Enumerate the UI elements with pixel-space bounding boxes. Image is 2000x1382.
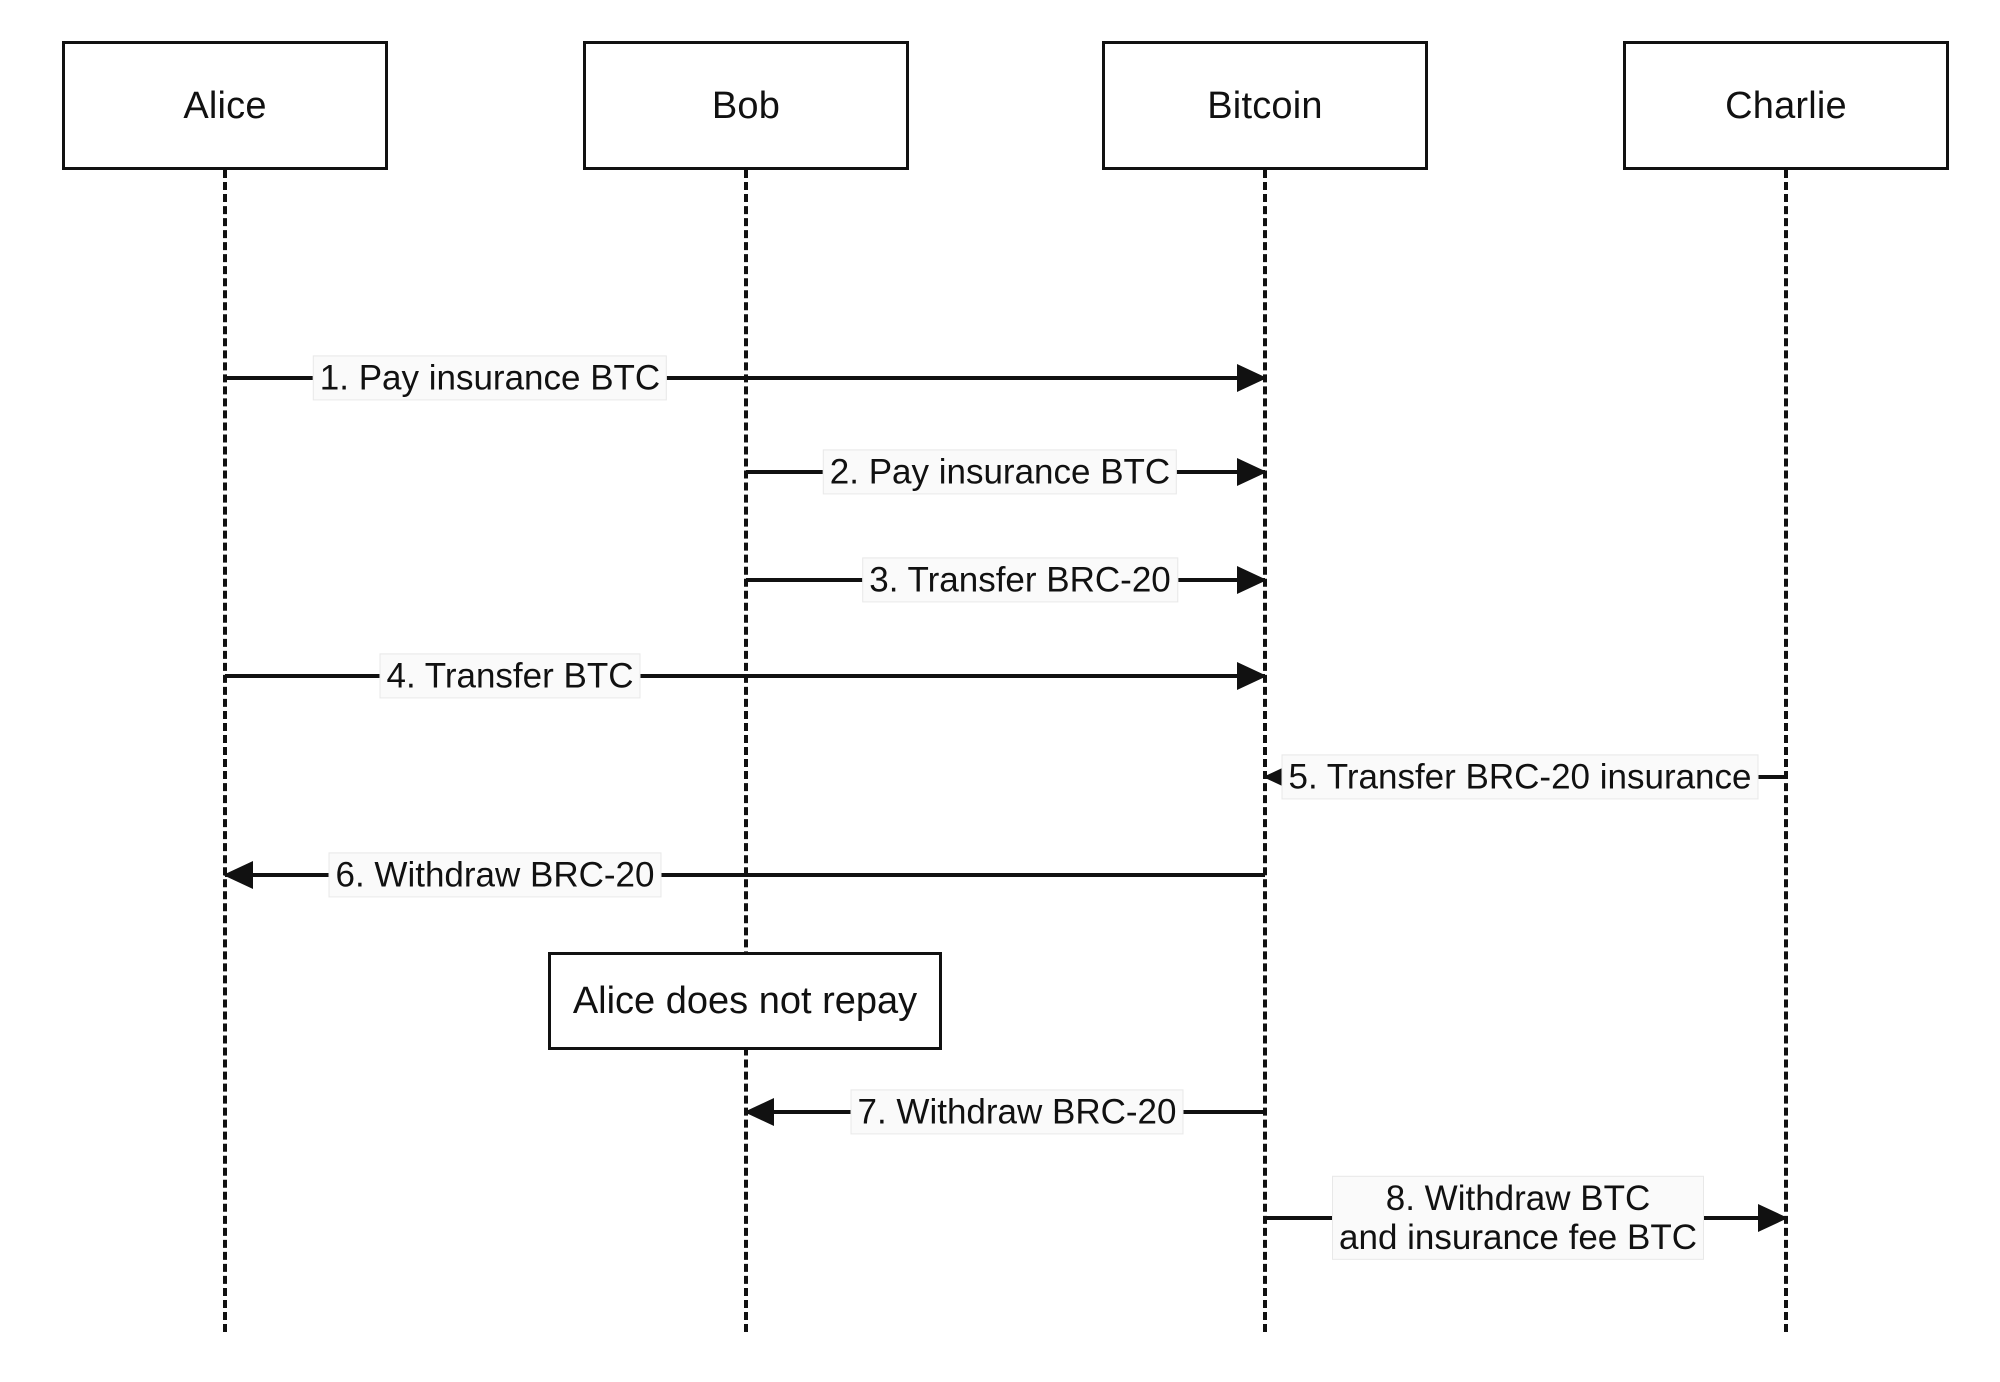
message-line-6	[225, 873, 1265, 877]
note-label-alice-does-not-repay: Alice does not repay	[572, 980, 918, 1022]
message-label-1: 1. Pay insurance BTC	[312, 355, 668, 401]
note-box-alice-does-not-repay: Alice does not repay	[548, 952, 942, 1050]
arrowhead-right-icon-4	[1237, 662, 1267, 690]
participant-box-charlie: Charlie	[1623, 41, 1949, 170]
participant-label-charlie: Charlie	[1725, 84, 1847, 127]
arrowhead-right-icon-1	[1237, 364, 1267, 392]
participant-box-alice: Alice	[62, 41, 388, 170]
lifeline-alice	[223, 170, 227, 1332]
lifeline-bob	[744, 170, 748, 1332]
message-label-4: 4. Transfer BTC	[379, 653, 641, 699]
participant-label-bitcoin: Bitcoin	[1207, 84, 1323, 127]
participant-label-alice: Alice	[183, 84, 267, 127]
arrowhead-right-icon-2	[1237, 458, 1267, 486]
arrowhead-left-icon-6	[223, 861, 253, 889]
arrowhead-right-icon-3	[1237, 566, 1267, 594]
message-label-5: 5. Transfer BRC-20 insurance	[1281, 754, 1759, 800]
message-label-3: 3. Transfer BRC-20	[862, 557, 1178, 603]
message-line-1	[225, 376, 1265, 380]
lifeline-bitcoin	[1263, 170, 1267, 1332]
participant-label-bob: Bob	[711, 84, 781, 127]
arrowhead-left-icon-7	[744, 1098, 774, 1126]
lifeline-charlie	[1784, 170, 1788, 1332]
arrowhead-right-icon-8	[1758, 1204, 1788, 1232]
message-line-4	[225, 674, 1265, 678]
message-label-7: 7. Withdraw BRC-20	[850, 1089, 1184, 1135]
message-label-2: 2. Pay insurance BTC	[822, 449, 1178, 495]
participant-box-bitcoin: Bitcoin	[1102, 41, 1428, 170]
message-label-6: 6. Withdraw BRC-20	[328, 852, 662, 898]
participant-box-bob: Bob	[583, 41, 909, 170]
